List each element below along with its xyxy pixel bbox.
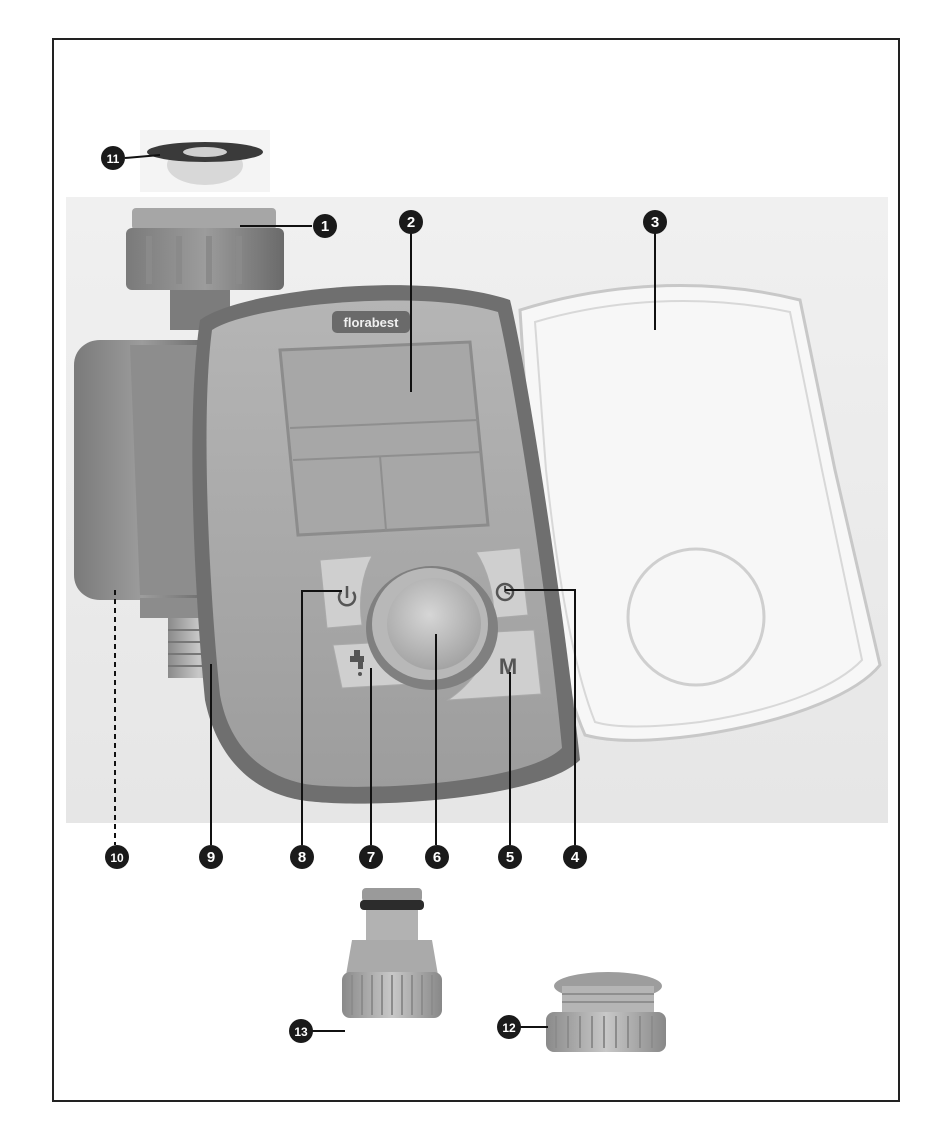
callout-hose-outlet-thread: 9 (199, 845, 223, 869)
sealing-ring (140, 130, 270, 192)
callout-thread-adapter: 12 (497, 1015, 521, 1039)
brand-logo: florabest (332, 311, 410, 333)
callout-number: 10 (110, 851, 124, 865)
callout-protective-cover: 3 (643, 210, 667, 234)
selector-dial[interactable] (366, 566, 498, 690)
callout-number: 13 (294, 1025, 308, 1039)
mode-button-label: M (499, 654, 517, 679)
callout-timer-button: 4 (563, 845, 587, 869)
callout-mode-button: 5 (498, 845, 522, 869)
callout-number: 6 (433, 849, 441, 866)
tap-hose-adapter (342, 888, 442, 1018)
callout-number: 4 (571, 849, 580, 866)
callout-tap-hose-adapter: 13 (289, 1019, 313, 1043)
callout-number: 11 (107, 152, 120, 166)
callout-number: 8 (298, 849, 306, 866)
callout-number: 12 (502, 1021, 516, 1035)
thread-adapter (546, 972, 666, 1052)
callout-number: 3 (651, 214, 659, 231)
brand-logo-text: florabest (344, 315, 400, 330)
callout-number: 5 (506, 849, 514, 866)
callout-manual-water-button: 7 (359, 845, 383, 869)
callout-selector-dial: 6 (425, 845, 449, 869)
callout-battery-compartment: 10 (105, 845, 129, 869)
callout-number: 7 (367, 849, 375, 866)
callout-tap-connector: 1 (313, 214, 337, 238)
callout-number: 1 (321, 218, 329, 235)
callout-number: 9 (207, 849, 215, 866)
callout-number: 2 (407, 214, 415, 231)
callout-sealing-ring: 11 (101, 146, 125, 170)
callout-power-button: 8 (290, 845, 314, 869)
lcd-display (280, 342, 488, 535)
callout-display: 2 (399, 210, 423, 234)
